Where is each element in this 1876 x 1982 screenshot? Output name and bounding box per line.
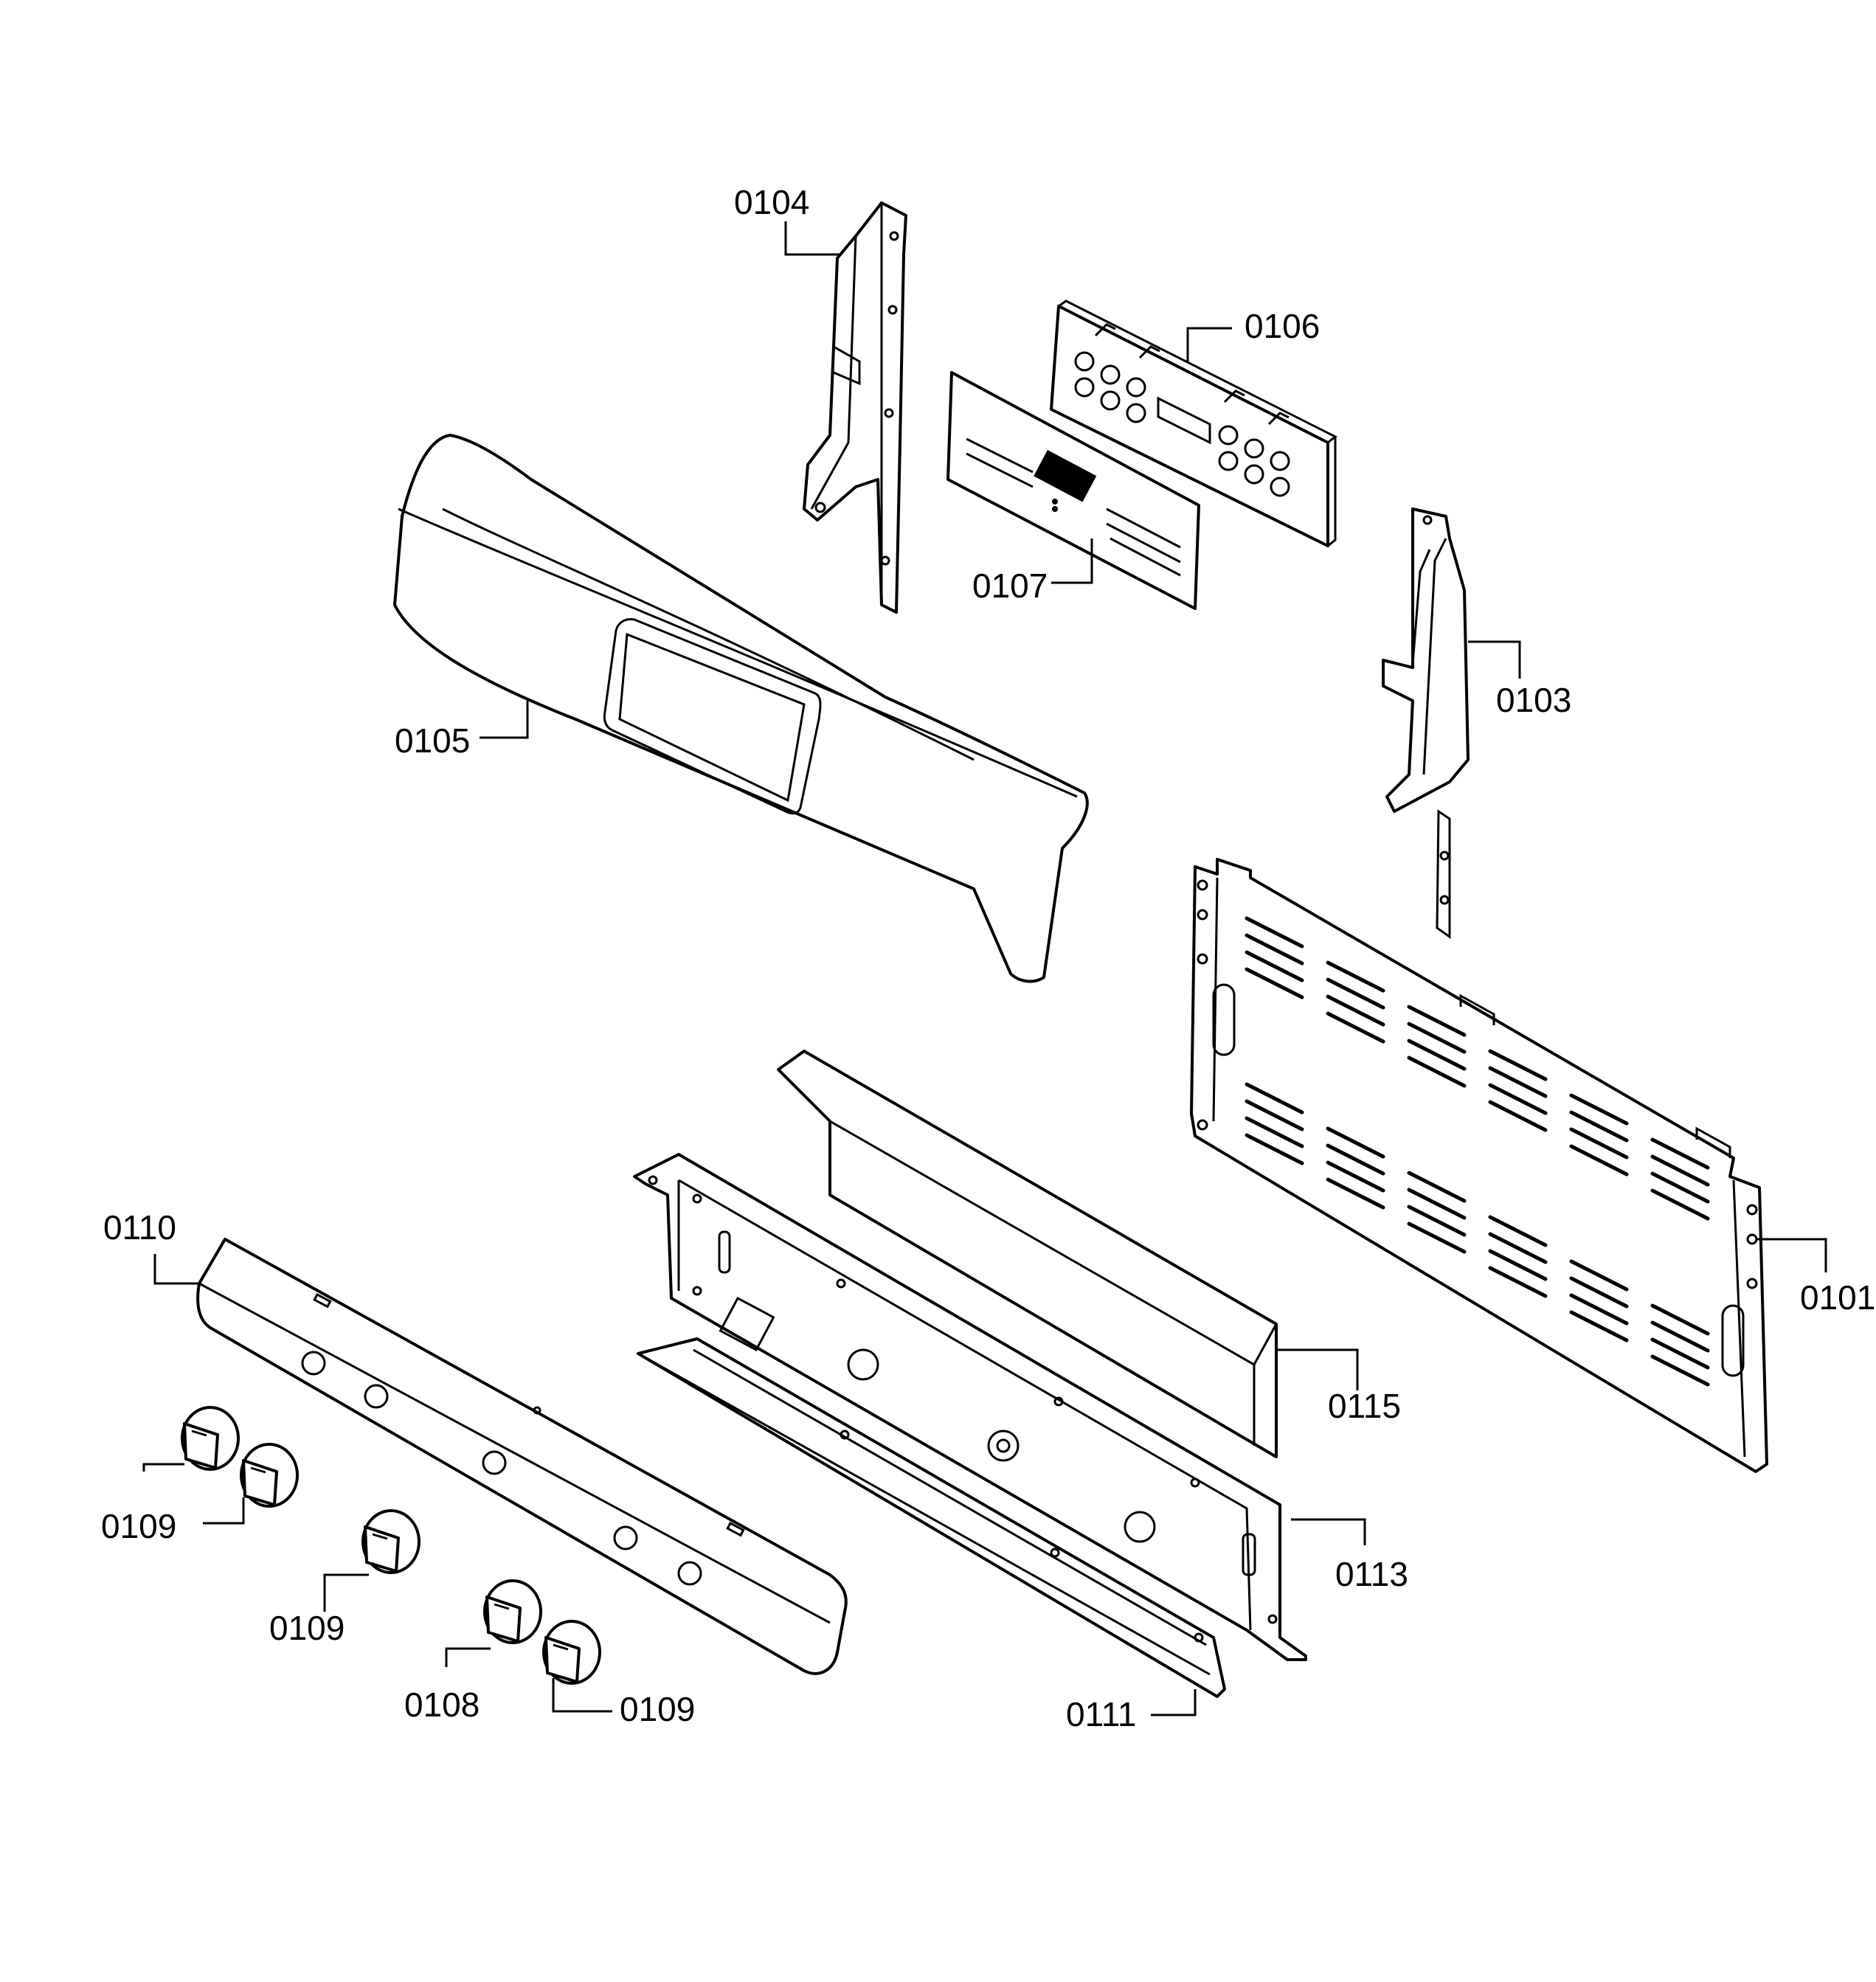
callout-0109-b: 0109 bbox=[269, 1609, 345, 1647]
callout-0110: 0110 bbox=[103, 1208, 176, 1247]
callout-0115: 0115 bbox=[1328, 1387, 1401, 1425]
knob-0109-2 bbox=[240, 1443, 299, 1508]
part-0103-right-bracket bbox=[1382, 507, 1470, 939]
callout-0107: 0107 bbox=[972, 566, 1048, 605]
callout-0106: 0106 bbox=[1245, 307, 1320, 345]
callout-0101: 0101 bbox=[1800, 1278, 1875, 1317]
knob-0108 bbox=[483, 1579, 542, 1644]
callout-0109-a: 0109 bbox=[101, 1507, 176, 1545]
callout-0104: 0104 bbox=[734, 183, 809, 221]
callout-0111: 0111 bbox=[1066, 1695, 1137, 1733]
part-0104-left-bracket bbox=[803, 201, 907, 614]
callout-0109-c: 0109 bbox=[620, 1690, 695, 1728]
knob-0109-4 bbox=[542, 1620, 601, 1685]
callout-0105: 0105 bbox=[395, 721, 470, 760]
callout-0108: 0108 bbox=[404, 1685, 480, 1724]
part-0115-heat-shield bbox=[777, 1050, 1278, 1458]
leader-lines bbox=[142, 221, 1827, 1716]
callout-0113: 0113 bbox=[1335, 1555, 1408, 1593]
part-0101-rear-panel bbox=[1190, 858, 1768, 1473]
part-0113-manifold-panel bbox=[633, 1153, 1307, 1661]
part-0105-control-panel bbox=[393, 434, 1089, 983]
part-0106-control-board bbox=[1050, 299, 1337, 547]
callout-0103: 0103 bbox=[1496, 681, 1571, 719]
part-0107-overlay bbox=[946, 371, 1200, 610]
part-0111-trim-strip bbox=[637, 1337, 1226, 1698]
knob-0109-3 bbox=[361, 1509, 420, 1574]
part-0110-knob-panel bbox=[196, 1238, 848, 1675]
knob-0109-1 bbox=[181, 1406, 240, 1471]
